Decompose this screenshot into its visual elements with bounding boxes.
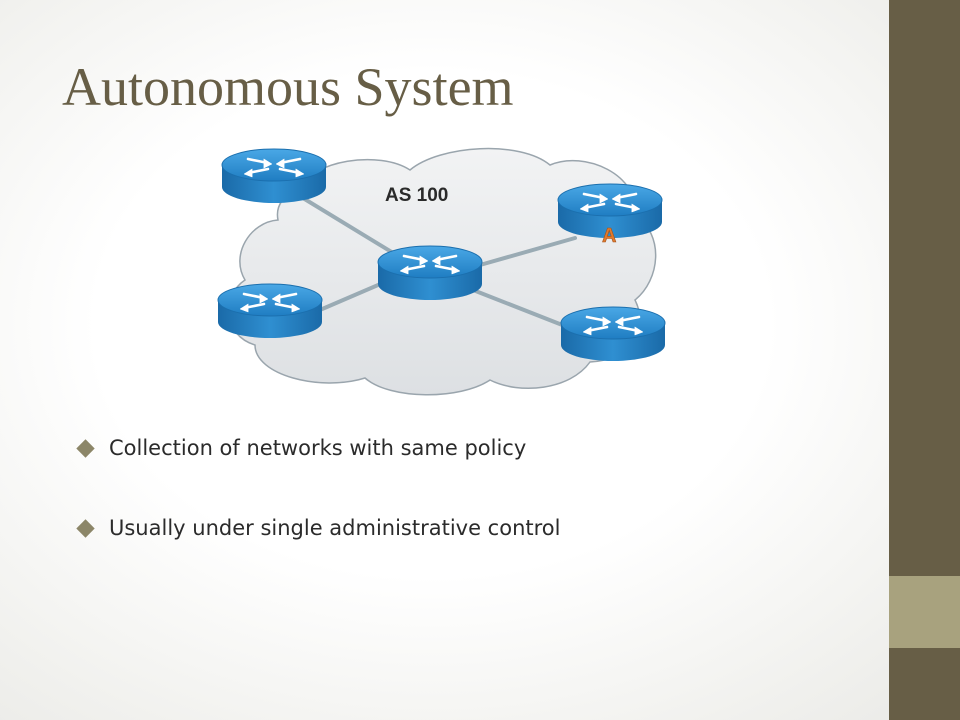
bullet-list: Collection of networks with same policy …	[75, 430, 560, 590]
bullet-text: Usually under single administrative cont…	[109, 516, 561, 540]
bullet-item: Usually under single administrative cont…	[75, 510, 560, 546]
diamond-bullet-icon	[76, 438, 95, 458]
sidebar-bottom-block	[889, 648, 960, 720]
sidebar-middle-block	[889, 576, 960, 648]
bullet-item: Collection of networks with same policy	[75, 430, 560, 466]
link-core-top-left	[296, 193, 410, 264]
sidebar-top-block	[889, 0, 960, 576]
slide-title: Autonomous System	[62, 57, 514, 117]
bullet-text: Collection of networks with same policy	[109, 436, 527, 460]
link-core-bottom-right	[466, 286, 577, 332]
diamond-bullet-icon	[76, 518, 95, 538]
router-icon-top-left	[220, 147, 328, 205]
router-icon-bottom-right	[559, 305, 667, 363]
link-core-top-right	[478, 236, 577, 267]
router-marker-label: A	[602, 225, 616, 247]
decorative-sidebar	[889, 0, 960, 720]
as-label: AS 100	[385, 185, 448, 206]
router-icon-bottom-left	[216, 282, 324, 340]
router-icon-core	[376, 244, 484, 302]
